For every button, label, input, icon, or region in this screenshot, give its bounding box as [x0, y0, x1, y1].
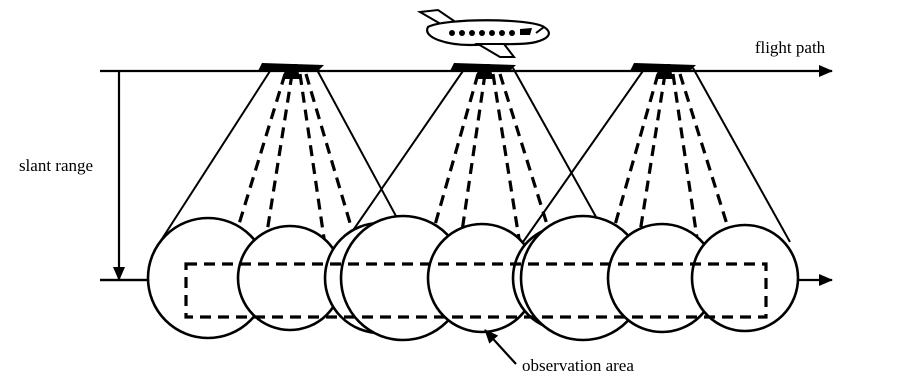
beam-group-3	[522, 67, 791, 261]
observation-area-box	[184, 262, 768, 319]
antenna-icon	[258, 63, 324, 79]
flight-path-label: flight path	[755, 38, 826, 57]
observation-area-label: observation area	[522, 356, 634, 375]
airplane-icon	[416, 8, 551, 58]
ground-footprints	[146, 214, 800, 342]
antenna-icon	[450, 63, 516, 79]
antenna-icon	[630, 63, 696, 79]
observation-area-leader	[484, 329, 517, 365]
beam-group-2	[344, 67, 611, 261]
slant-range-label: slant range	[19, 156, 93, 175]
